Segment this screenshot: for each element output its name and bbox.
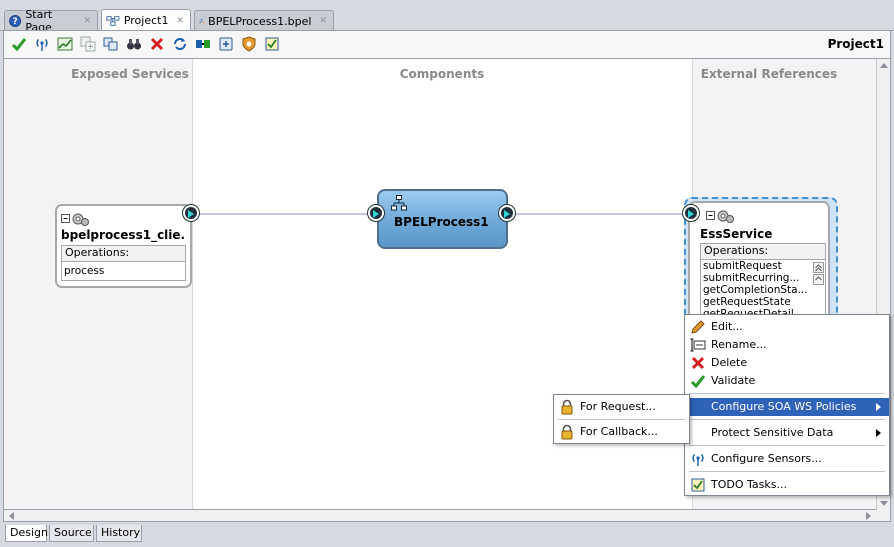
collapse-gear-icon[interactable] <box>706 207 736 225</box>
menu-separator <box>689 419 885 420</box>
chart-icon[interactable] <box>57 36 73 52</box>
menu-item-delete[interactable]: Delete <box>685 354 889 372</box>
menu-separator <box>558 419 685 420</box>
lane-header-external: External References <box>700 67 838 81</box>
menu-item-for-callback[interactable]: For Callback... <box>554 423 689 441</box>
wire-icon[interactable] <box>195 36 211 52</box>
sensor-icon[interactable] <box>34 36 50 52</box>
menu-separator <box>689 393 885 394</box>
lane-header-components: Components <box>399 67 485 81</box>
service-name: EssService <box>700 227 773 241</box>
copy-icon[interactable] <box>103 36 119 52</box>
horizontal-scrollbar[interactable] <box>3 510 891 522</box>
add-component-icon[interactable] <box>80 36 96 52</box>
delete-x-icon[interactable] <box>149 36 165 52</box>
component-name: BPELProcess1 <box>394 215 489 229</box>
operations-header: Operations: <box>62 246 185 262</box>
scroll-down-icon[interactable] <box>880 501 888 507</box>
menu-item-protect-sensitive-data[interactable]: Protect Sensitive Data <box>685 424 889 442</box>
rename-icon <box>690 338 706 352</box>
delete-x-icon <box>691 356 705 370</box>
ops-scroll-buttons-icon[interactable] <box>813 262 824 286</box>
operation-item[interactable]: getCompletionSta... <box>703 284 808 296</box>
close-icon[interactable]: ✕ <box>319 16 327 26</box>
help-icon: ? <box>9 15 22 27</box>
reference-port-icon[interactable] <box>683 205 699 221</box>
tab-project1[interactable]: Project1 ✕ <box>101 9 191 31</box>
find-binoculars-icon[interactable] <box>126 36 142 52</box>
deploy-icon[interactable] <box>218 36 234 52</box>
menu-separator <box>689 471 885 472</box>
menu-item-rename[interactable]: Rename... <box>685 336 889 354</box>
security-shield-icon[interactable] <box>241 36 257 52</box>
component-service-port-icon[interactable] <box>368 205 384 221</box>
ws-policies-submenu: For Request... For Callback... <box>553 394 690 444</box>
menu-item-todo-tasks[interactable]: TODO Tasks... <box>685 476 889 494</box>
submenu-arrow-icon <box>876 429 881 437</box>
tab-design[interactable]: Design <box>5 525 48 542</box>
operation-item[interactable]: getRequestState <box>703 296 791 308</box>
scroll-right-icon[interactable] <box>866 512 872 520</box>
composite-icon <box>106 15 120 26</box>
todo-icon <box>691 478 705 492</box>
lock-icon <box>561 424 573 440</box>
composite-toolbar: Project1 <box>3 31 891 58</box>
lock-icon <box>561 399 573 415</box>
svg-text:?: ? <box>13 17 18 27</box>
submenu-arrow-icon <box>876 403 881 411</box>
sensor-icon <box>692 454 704 466</box>
validate-check-icon <box>690 375 706 389</box>
operation-item[interactable]: process <box>64 265 105 277</box>
menu-separator <box>689 445 885 446</box>
scroll-left-icon[interactable] <box>8 512 14 520</box>
operations-header: Operations: <box>701 244 825 260</box>
tab-label: BPELProcess1.bpel <box>208 14 312 28</box>
refresh-icon[interactable] <box>172 36 188 52</box>
pencil-icon <box>691 320 705 334</box>
operations-list: submitRequest submitRecurring... getComp… <box>701 260 811 320</box>
close-icon[interactable]: ✕ <box>176 15 184 26</box>
tab-start-page[interactable]: ? Start Page ✕ <box>4 8 98 34</box>
bpel-process-icon <box>391 195 407 211</box>
operation-item[interactable]: submitRequest <box>703 260 782 272</box>
component-reference-port-icon[interactable] <box>499 205 515 221</box>
menu-item-configure-soa-ws-policies[interactable]: Configure SOA WS Policies <box>685 398 889 416</box>
lane-divider <box>192 59 193 509</box>
lane-header-exposed: Exposed Services <box>71 67 189 81</box>
close-icon[interactable]: ✕ <box>83 16 91 26</box>
context-menu: Edit... Rename... Delete Validate Config… <box>684 314 890 496</box>
menu-item-edit[interactable]: Edit... <box>685 318 889 336</box>
scroll-up-icon[interactable] <box>880 62 888 68</box>
tab-divider <box>0 30 894 31</box>
wire-client-to-bpel[interactable] <box>200 213 374 215</box>
exposed-service-bpelprocess1-client[interactable]: bpelprocess1_clie... Operations: process <box>55 204 192 288</box>
wire-bpel-to-ess[interactable] <box>516 213 686 215</box>
bpel-component[interactable]: BPELProcess1 <box>377 189 508 249</box>
todo-icon[interactable] <box>264 36 280 52</box>
menu-item-validate[interactable]: Validate <box>685 372 889 390</box>
service-name: bpelprocess1_clie... <box>61 228 186 242</box>
operations-panel: Operations: process <box>61 245 186 281</box>
bpel-process-icon <box>199 18 204 24</box>
tab-source[interactable]: Source <box>49 525 94 542</box>
menu-item-configure-sensors[interactable]: Configure Sensors... <box>685 450 889 468</box>
service-port-icon[interactable] <box>183 205 199 221</box>
operation-item[interactable]: submitRecurring... <box>703 272 800 284</box>
tab-label: Project1 <box>123 14 169 27</box>
validate-check-icon[interactable] <box>11 36 27 52</box>
editor-view-tabs: Design Source History <box>3 523 891 547</box>
tab-bpelprocess1-bpel[interactable]: BPELProcess1.bpel ✕ <box>194 10 334 31</box>
tab-history[interactable]: History <box>96 525 142 542</box>
project-title: Project1 <box>827 37 884 51</box>
menu-item-for-request[interactable]: For Request... <box>554 398 689 416</box>
editor-tab-bar: ? Start Page ✕ Project1 ✕ BPELProcess1.b… <box>0 0 894 34</box>
collapse-gear-icon[interactable] <box>61 210 91 228</box>
